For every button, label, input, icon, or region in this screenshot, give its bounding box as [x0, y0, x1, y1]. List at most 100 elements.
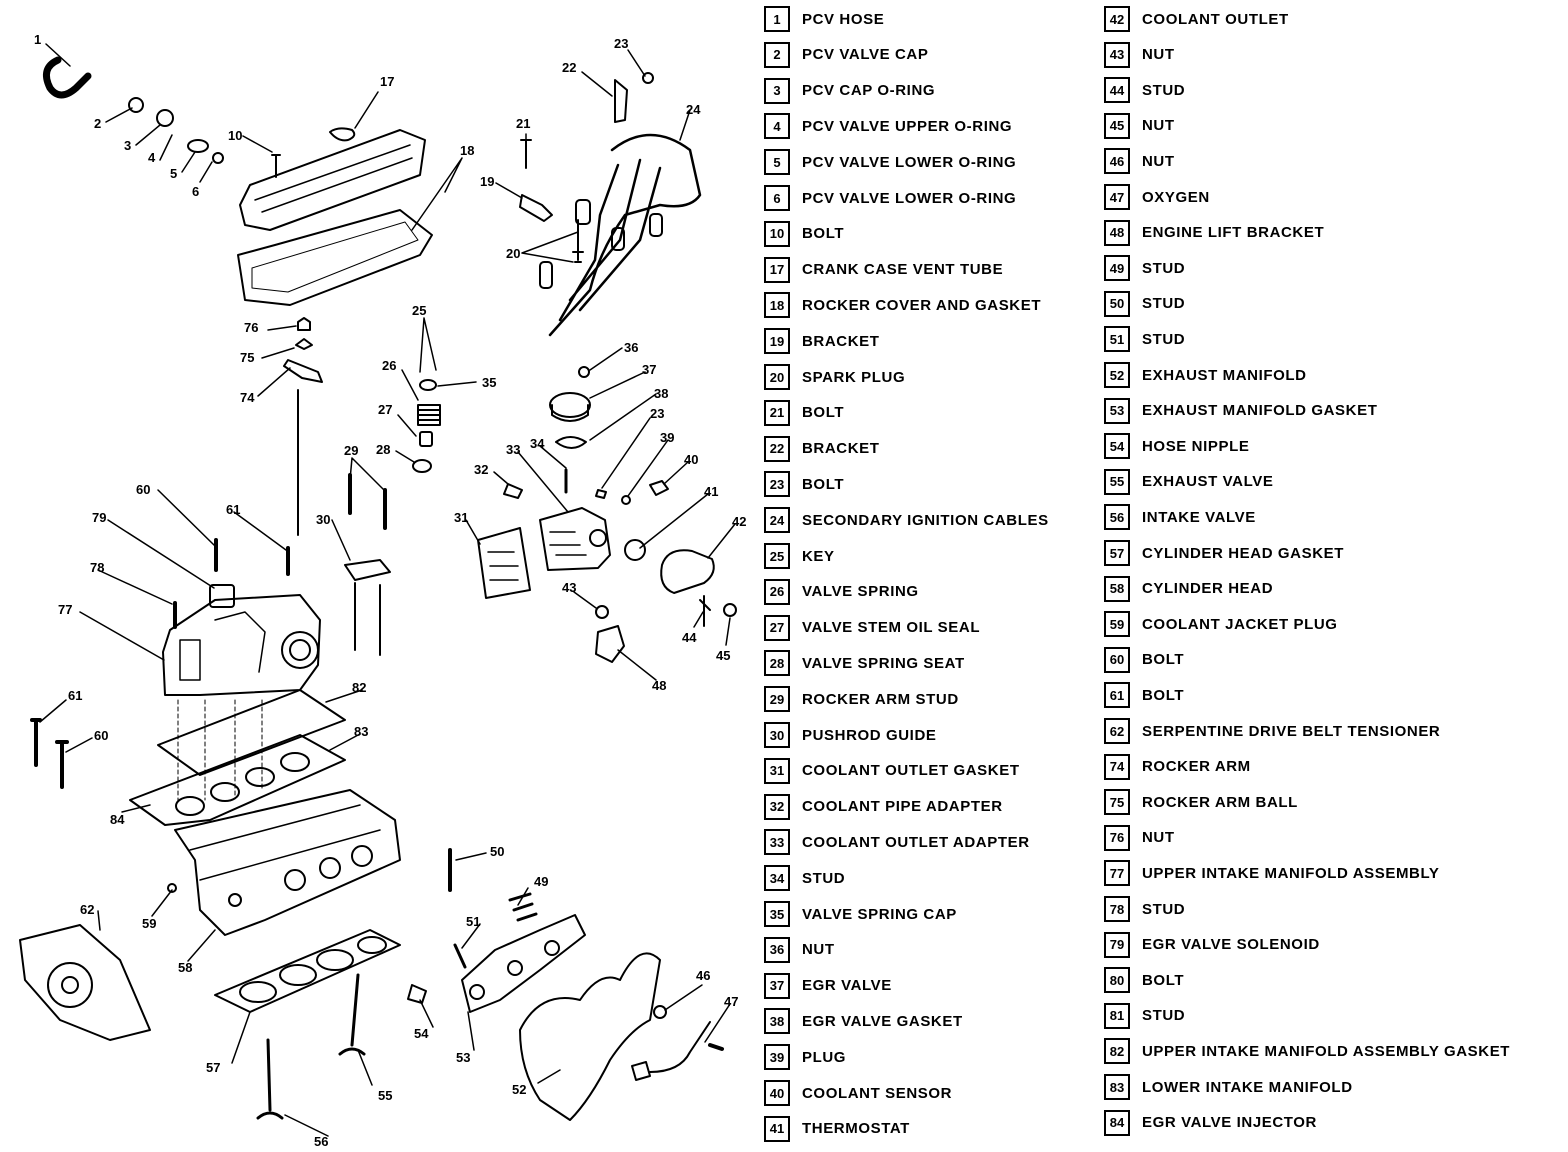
egr-valve-gasket-part	[555, 436, 587, 449]
legend-item-number: 79	[1104, 931, 1130, 958]
legend-item-number: 54	[1104, 433, 1130, 460]
serpentine-belt-tensioner-part	[19, 924, 151, 1041]
legend-item-label: PCV VALVE CAP	[802, 46, 929, 64]
callout-33: 33	[506, 442, 520, 457]
legend-item-label: STUD	[1142, 259, 1186, 277]
legend-item-label: BOLT	[1142, 651, 1185, 669]
callout-45: 45	[716, 648, 730, 663]
callout-53: 53	[456, 1050, 470, 1065]
callout-18: 18	[460, 143, 474, 158]
coolant-sensor-part	[649, 480, 669, 496]
legend-item-label: BRACKET	[802, 332, 880, 350]
legend-item: 51 STUD	[1104, 324, 1185, 354]
engine-lift-bracket-part	[595, 625, 625, 663]
legend-item-label: EXHAUST MANIFOLD GASKET	[1142, 402, 1378, 420]
bracket-part	[614, 79, 628, 123]
legend-item-label: STUD	[1142, 330, 1186, 348]
legend-item-number: 22	[764, 435, 790, 462]
leader-lines	[39, 43, 736, 1137]
exhaust-manifold-gasket-part	[461, 914, 586, 1013]
callout-59: 59	[142, 916, 156, 931]
callout-74: 74	[240, 390, 255, 405]
pcv-oring-part	[212, 152, 224, 164]
coolant-pipe-adapter-part	[503, 483, 523, 499]
callout-75: 75	[240, 350, 254, 365]
legend-item: 53 EXHAUST MANIFOLD GASKET	[1104, 396, 1377, 426]
legend-item-label: INTAKE VALVE	[1142, 508, 1256, 526]
callout-30: 30	[316, 512, 330, 527]
legend-item-number: 41	[764, 1115, 790, 1142]
legend-item-number: 78	[1104, 896, 1130, 922]
legend-item: 10 BOLT	[764, 219, 844, 249]
valve-spring-part	[417, 404, 441, 426]
legend-item-number: 19	[764, 328, 790, 355]
legend-item-label: EGR VALVE INJECTOR	[1142, 1114, 1317, 1132]
legend-item-label: SPARK PLUG	[802, 368, 906, 386]
callout-54: 54	[414, 1026, 429, 1041]
legend-item-number: 35	[764, 901, 790, 927]
callout-17: 17	[380, 74, 394, 89]
upper-intake-manifold-part	[162, 594, 321, 696]
legend-item-number: 55	[1104, 468, 1130, 495]
legend-item-label: NUT	[1142, 829, 1175, 847]
legend-item-label: VALVE SPRING	[802, 583, 919, 601]
intake-valve-part	[256, 1038, 284, 1120]
legend-item-number: 2	[764, 41, 790, 68]
legend-item-number: 31	[764, 757, 790, 784]
legend-item-label: BOLT	[1142, 686, 1185, 704]
bolt-part	[55, 740, 69, 789]
callout-1: 1	[34, 32, 41, 47]
callout-24: 24	[686, 102, 701, 117]
legend-item-number: 81	[1104, 1002, 1130, 1029]
legend-item-number: 51	[1104, 326, 1130, 353]
callout-57: 57	[206, 1060, 220, 1075]
legend-item-number: 38	[764, 1008, 790, 1035]
ignition-cables-part	[548, 133, 702, 337]
legend-item-label: COOLANT SENSOR	[802, 1084, 953, 1102]
legend-item: 76 NUT	[1104, 823, 1175, 853]
legend-item-label: BOLT	[802, 225, 845, 243]
legend-item-number: 76	[1104, 824, 1130, 851]
legend-item: 54 HOSE NIPPLE	[1104, 431, 1249, 461]
cylinder-head-part	[174, 789, 401, 936]
legend-item-number: 80	[1104, 967, 1130, 994]
callout-40: 40	[684, 452, 698, 467]
legend-item-label: PCV CAP O-RING	[802, 82, 936, 100]
legend-item-number: 25	[764, 543, 790, 569]
legend-item-number: 40	[764, 1080, 790, 1106]
legend-item-label: PCV VALVE LOWER O-RING	[802, 189, 1017, 207]
callout-10: 10	[228, 128, 242, 143]
spark-plug-part	[572, 219, 584, 263]
rocker-cover-gasket-part	[237, 209, 433, 306]
legend-item-label: VALVE STEM OIL SEAL	[802, 619, 981, 637]
legend-item-number: 26	[764, 578, 790, 605]
legend-item-label: NUT	[1142, 117, 1175, 135]
callout-56: 56	[314, 1134, 328, 1149]
callout-41: 41	[704, 484, 718, 499]
legend-item-number: 10	[764, 220, 790, 247]
legend-item-label: PCV VALVE UPPER O-RING	[802, 117, 1013, 135]
legend-item-number: 52	[1104, 362, 1130, 388]
legend-item-label: ROCKER ARM BALL	[1142, 793, 1298, 811]
legend-item-label: UPPER INTAKE MANIFOLD ASSEMBLY GASKET	[1142, 1042, 1511, 1060]
legend-item-label: COOLANT OUTLET ADAPTER	[802, 833, 1030, 851]
legend-item-label: EXHAUST VALVE	[1142, 473, 1274, 491]
legend-item-label: STUD	[1142, 295, 1186, 313]
legend-item-number: 27	[764, 614, 790, 641]
legend-item-label: HOSE NIPPLE	[1142, 437, 1250, 455]
legend-item-number: 23	[764, 471, 790, 498]
legend-item-number: 29	[764, 686, 790, 713]
legend-item-number: 53	[1104, 397, 1130, 424]
